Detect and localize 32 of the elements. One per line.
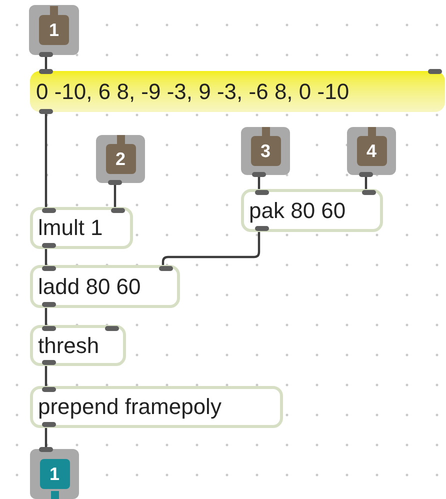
object-text: prepend framepoly [38, 396, 222, 418]
inlet-box [347, 127, 396, 175]
patch-cord [44, 308, 48, 325]
inlet-number: 4 [366, 142, 376, 160]
inlet-box [96, 135, 145, 183]
inlet-number: 2 [115, 150, 126, 168]
object-text: ladd 80 60 [38, 276, 141, 298]
patch-cord [114, 183, 116, 207]
object-text: pak 80 60 [249, 200, 346, 222]
outlet-number: 1 [49, 465, 60, 483]
patch-cord [44, 428, 48, 449]
message-text: 0 -10, 6 8, -9 -3, 9 -3, -6 8, 0 -10 [36, 80, 350, 102]
patch-cord [258, 175, 260, 189]
object-box [30, 325, 126, 366]
patch-cord [44, 249, 48, 265]
patch-cord [44, 366, 48, 386]
message-box [30, 71, 445, 112]
inlet-number: 1 [48, 21, 59, 39]
patch-cord [44, 112, 48, 207]
inlet-box [241, 127, 290, 175]
object-text: lmult 1 [38, 217, 103, 239]
patch-cord [44, 55, 48, 71]
outlet-box [30, 449, 79, 499]
object-box [30, 207, 133, 249]
object-text: thresh [38, 334, 100, 356]
object-box [241, 189, 383, 232]
object-box [30, 386, 283, 428]
inlet-number: 3 [260, 142, 270, 160]
patch-cord [162, 232, 260, 265]
patch-cord [364, 175, 368, 189]
object-box [30, 265, 180, 308]
inlet-box [29, 5, 79, 55]
